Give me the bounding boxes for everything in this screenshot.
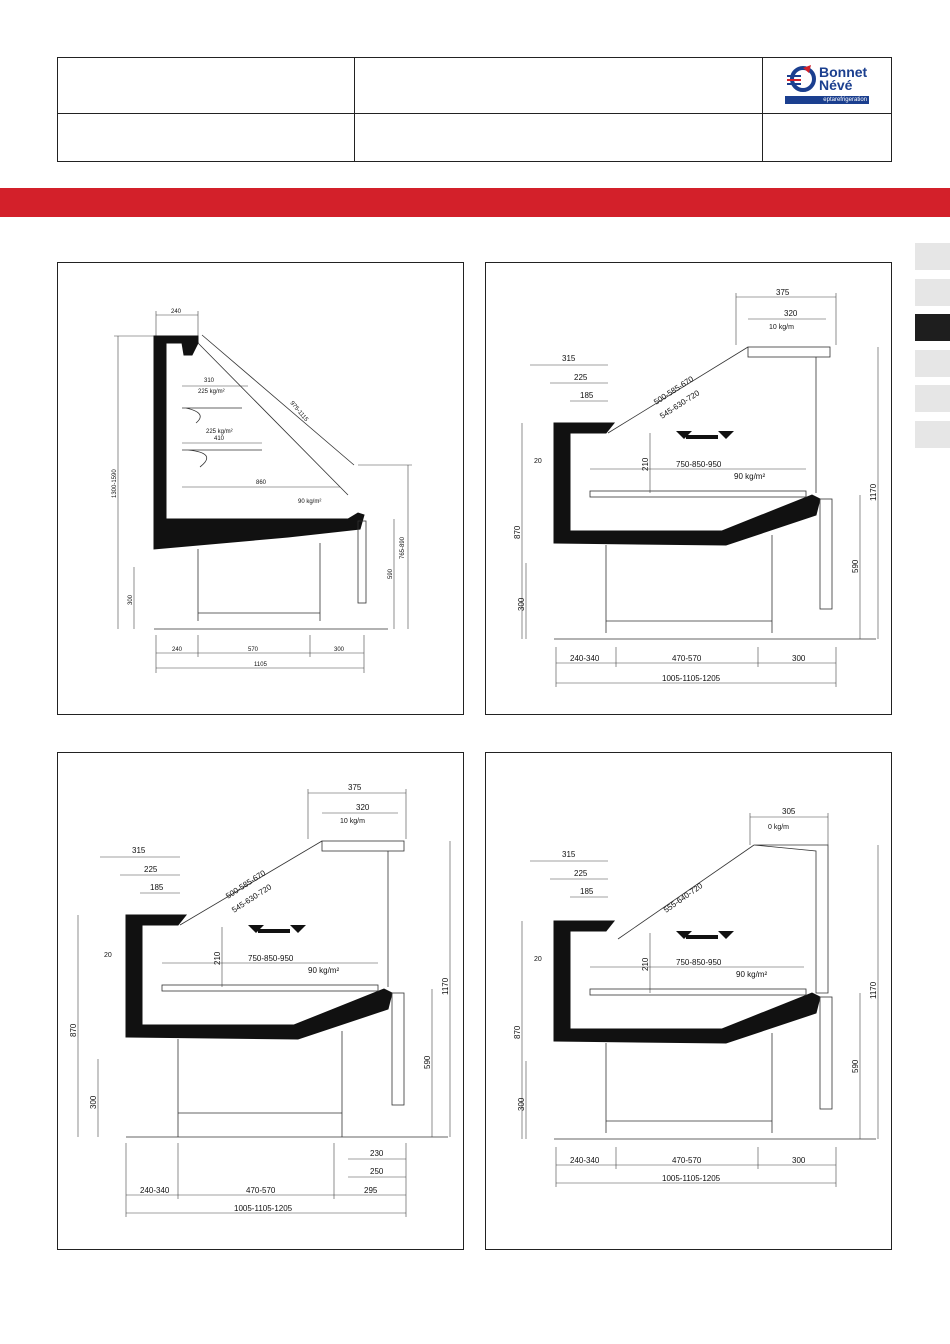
dim-bottom-mid: 470-570 (672, 1156, 702, 1165)
dim-225: 225 (144, 865, 158, 874)
dim-bottom-mid: 470-570 (246, 1186, 276, 1195)
section-drawing-4: 305 0 kg/m 315 225 185 555-640-720 20 21… (513, 807, 879, 1187)
label-deck-load: 90 kg/m² (308, 966, 339, 975)
dim-deck: 750-850-950 (676, 958, 722, 967)
dim-top-320: 320 (784, 309, 798, 318)
dim-1170: 1170 (441, 977, 450, 995)
dim-base-height: 300 (128, 594, 134, 605)
dim-870: 870 (513, 1025, 522, 1039)
dim-185: 185 (580, 391, 594, 400)
side-tab-active[interactable] (915, 314, 950, 341)
dim-590: 590 (851, 1059, 860, 1073)
dim-210: 210 (213, 951, 222, 965)
dim-deck: 860 (256, 480, 267, 486)
dim-225: 225 (574, 373, 588, 382)
dim-210: 210 (641, 957, 650, 971)
header-table: Bonnet Névé eptarefrigeration (57, 57, 892, 162)
dim-1170: 1170 (869, 981, 878, 999)
dim-glass: 555-640-720 (662, 881, 705, 915)
dim-300: 300 (517, 597, 526, 611)
section-band (0, 188, 950, 217)
dim-230: 230 (370, 1149, 384, 1158)
drawing-panel-3: 375 320 10 kg/m 315 225 185 500-585-670 … (57, 752, 464, 1250)
dim-20: 20 (534, 458, 542, 465)
dim-bottom-mid: 570 (248, 647, 259, 653)
drawing-panel-2: 375 320 10 kg/m 315 225 185 500-585-670 … (485, 262, 892, 715)
header-column-divider (354, 58, 355, 161)
dim-bottom-right: 295 (364, 1186, 378, 1195)
dim-250: 250 (370, 1167, 384, 1176)
dim-315: 315 (132, 846, 146, 855)
brand-name: Bonnet Névé (819, 64, 868, 93)
dim-bottom-left: 240-340 (570, 1156, 600, 1165)
drawing-panel-4: 305 0 kg/m 315 225 185 555-640-720 20 21… (485, 752, 892, 1250)
dim-shelf2: 410 (214, 436, 225, 442)
dim-20: 20 (534, 956, 542, 963)
dim-300: 300 (89, 1095, 98, 1109)
side-tab[interactable] (915, 243, 950, 270)
header-divider (58, 113, 891, 114)
dim-185: 185 (150, 883, 164, 892)
dim-shelf1: 310 (204, 378, 215, 384)
dim-185: 185 (580, 887, 594, 896)
dim-bottom-mid: 470-570 (672, 654, 702, 663)
dim-315: 315 (562, 354, 576, 363)
dim-bottom-left: 240 (172, 647, 183, 653)
brand-logo: Bonnet Névé eptarefrigeration (785, 64, 871, 106)
drawing-panel-1: 240 1300-1590 975-1115 310 225 kg/m² 410… (57, 262, 464, 715)
brand-tagline: eptarefrigeration (785, 96, 869, 104)
dim-total: 1005-1105-1205 (234, 1204, 293, 1213)
label-load2: 225 kg/m² (206, 429, 233, 435)
label-top-load: 10 kg/m (340, 818, 365, 825)
dim-top-375: 375 (776, 288, 790, 297)
label-deck-load: 90 kg/m² (298, 499, 321, 505)
dim-bottom-right: 300 (792, 1156, 806, 1165)
dim-20: 20 (104, 952, 112, 959)
dim-870: 870 (69, 1023, 78, 1037)
dim-210: 210 (641, 457, 650, 471)
side-tab[interactable] (915, 278, 950, 306)
dim-bottom-left: 240-340 (570, 654, 600, 663)
label-deck-load: 90 kg/m² (736, 970, 767, 979)
side-tab[interactable] (915, 349, 950, 377)
dim-height-right: 765-890 (400, 536, 406, 559)
side-tab[interactable] (915, 420, 950, 448)
dim-225: 225 (574, 869, 588, 878)
dim-top-320: 320 (356, 803, 370, 812)
brand-name-line2: Névé (819, 77, 853, 93)
dim-height-left: 1300-1590 (112, 469, 118, 498)
dim-590: 590 (423, 1055, 432, 1069)
dim-total: 1105 (254, 662, 268, 668)
dim-bottom-right: 300 (792, 654, 806, 663)
label-top-load: 0 kg/m (768, 824, 789, 831)
label-top-load: 10 kg/m (769, 324, 794, 331)
dim-top-375: 375 (348, 783, 362, 792)
brand-name-line1: Bonnet (819, 64, 868, 80)
dim-300: 300 (517, 1097, 526, 1111)
label-deck-load: 90 kg/m² (734, 472, 765, 481)
dim-total: 1005-1105-1205 (662, 1174, 721, 1183)
dim-deck: 750-850-950 (248, 954, 294, 963)
side-tabs (915, 243, 950, 456)
dim-top-305: 305 (782, 807, 796, 816)
section-drawing-1: 240 1300-1590 975-1115 310 225 kg/m² 410… (112, 309, 412, 673)
logo-mark-icon (787, 65, 816, 92)
dim-mid-height: 590 (388, 568, 394, 579)
dim-deck: 750-850-950 (676, 460, 722, 469)
label-load1: 225 kg/m² (198, 389, 225, 395)
dim-315: 315 (562, 850, 576, 859)
dim-bottom-right: 300 (334, 647, 345, 653)
dim-top-width: 240 (171, 309, 182, 315)
dim-total: 1005-1105-1205 (662, 674, 721, 683)
section-drawing-2: 375 320 10 kg/m 315 225 185 500-585-670 … (513, 288, 879, 687)
dim-1170: 1170 (869, 483, 878, 501)
side-tab[interactable] (915, 385, 950, 412)
header-column-divider (762, 58, 763, 161)
dim-590: 590 (851, 559, 860, 573)
dim-bottom-left: 240-340 (140, 1186, 170, 1195)
dim-870: 870 (513, 525, 522, 539)
section-drawing-3: 375 320 10 kg/m 315 225 185 500-585-670 … (69, 783, 451, 1217)
